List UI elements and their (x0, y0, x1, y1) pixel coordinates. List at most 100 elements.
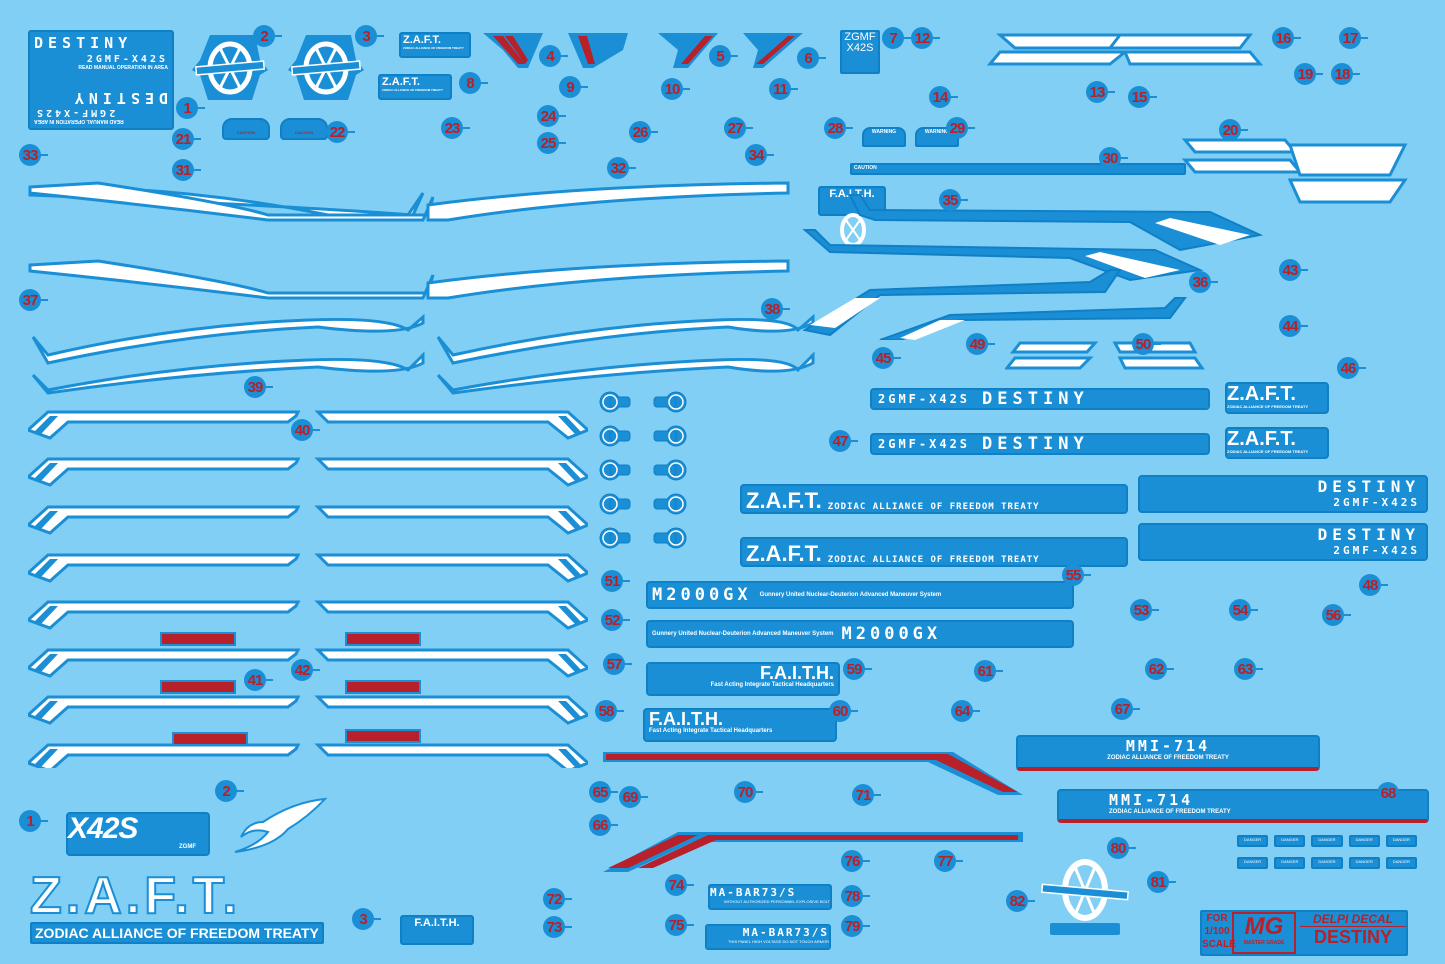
part-number-marker: 28 (824, 117, 853, 139)
part-number-marker: 38 (761, 298, 790, 320)
part-number-marker: 59 (843, 658, 872, 680)
x42s-label: X42S (68, 812, 138, 845)
part-number-marker: 27 (724, 117, 753, 139)
red-caution-bar (172, 732, 248, 746)
zaft-full-label: ZODIAC ALLIANCE OF FREEDOM TREATY (403, 46, 464, 50)
zaft-zodiac-bar: Z.A.F.T. ZODIAC ALLIANCE OF FREEDOM TREA… (740, 537, 1128, 567)
danger-arrow-grid: DANGER DANGER DANGER DANGER DANGER DANGE… (1237, 835, 1417, 869)
part-number-marker: 34 (745, 144, 774, 166)
part-number-marker: 40 (291, 419, 320, 441)
faith-full-label: Fast Acting Integrate Tactical Headquart… (649, 728, 773, 734)
maker-label: DELPI DECAL (1300, 912, 1406, 927)
mabar-sub-label: THIS PANEL HIGH VOLTAGE DO NOT TOUCH ARM… (728, 939, 829, 944)
part-number-marker: 30 (1099, 147, 1128, 169)
part-number-marker: 23 (441, 117, 470, 139)
x42s-logo-decal: X42S ZGMF (66, 812, 210, 856)
danger-tag: DANGER (1385, 857, 1417, 869)
mmi-label: MMI-714 (1109, 791, 1194, 809)
part-number-marker: 15 (1128, 86, 1157, 108)
mabar-label: MA-BAR73/S (710, 886, 797, 899)
zaft-full-label: ZODIAC ALLIANCE OF FREEDOM TREATY (382, 88, 443, 92)
part-number-marker: 26 (629, 121, 658, 143)
caution-hex-decal: CAUTION (280, 118, 328, 140)
kit-label: DESTINY (1313, 927, 1392, 947)
part-number-marker: 74 (665, 874, 694, 896)
faith-label: F.A.I.T.H. (759, 663, 834, 683)
part-number-marker: 9 (559, 76, 588, 98)
part-number-marker: 6 (797, 47, 826, 69)
danger-tag: DANGER (1237, 835, 1269, 847)
part-number-marker: 19 (1294, 63, 1323, 85)
m2000gx-label: M2000GX (652, 585, 752, 605)
zaft-label: Z.A.F.T. (382, 76, 420, 88)
part-number-marker: 39 (244, 376, 273, 398)
faith-label: F.A.I.T.H. (649, 709, 724, 729)
destiny-label-flipped: DESTINY (69, 89, 168, 107)
part-number-marker: 2 (253, 25, 282, 47)
part-number-marker: 33 (19, 144, 48, 166)
zaft-label: Z.A.F.T. (746, 541, 822, 566)
part-number-marker: 24 (537, 105, 566, 127)
faith-bar: F.A.I.T.H. Fast Acting Integrate Tactica… (646, 662, 840, 696)
part-number-marker: 25 (537, 132, 566, 154)
danger-tag: DANGER (1311, 835, 1343, 847)
part-number-marker: 14 (929, 86, 958, 108)
zgmf-label: ZGMF (179, 844, 196, 850)
model-label: 2GMF-X42S (86, 54, 168, 65)
faith-bar: F.A.I.T.H. Fast Acting Integrate Tactica… (643, 708, 837, 742)
part-number-marker: 53 (1130, 599, 1159, 621)
part-number-marker: 65 (589, 781, 618, 803)
part-number-marker: 82 (1006, 890, 1035, 912)
part-number-marker: 3 (352, 908, 381, 930)
zaft-big-decal: Z.A.F.T. ZODIAC ALLIANCE OF FREEDOM TREA… (29, 869, 342, 944)
part-number-marker: 16 (1272, 27, 1301, 49)
part-number-marker: 8 (459, 72, 488, 94)
zaft-small-decal: Z.A.F.T. ZODIAC ALLIANCE OF FREEDOM TREA… (399, 32, 471, 58)
danger-tag: DANGER (1274, 857, 1306, 869)
zaft-emblem-icon (1041, 859, 1129, 935)
part-number-marker: 7 (882, 27, 911, 49)
part-number-marker: 1 (19, 810, 48, 832)
part-number-marker: 52 (601, 609, 630, 631)
red-chevron-decal (483, 33, 803, 68)
part-number-marker: 50 (1132, 333, 1161, 355)
read-manual-label: READ MANUAL OPERATION IN AREA (78, 65, 168, 71)
caution-hex-decal: CAUTION (222, 118, 270, 140)
red-caution-bar (160, 680, 236, 694)
part-number-marker: 62 (1145, 658, 1174, 680)
faith-emblem-icon (840, 213, 866, 247)
part-number-marker: 68 (1377, 782, 1406, 804)
model-label: 2GMF-X42S (878, 392, 971, 406)
zaft-full-label: ZODIAC ALLIANCE OF FREEDOM TREATY (1227, 449, 1309, 454)
part-number-marker: 61 (974, 660, 1003, 682)
part-number-marker: 69 (619, 786, 648, 808)
m2000gx-bar: M2000GX Gunnery United Nuclear-Deuterion… (646, 581, 1074, 609)
part-number-marker: 31 (172, 159, 201, 181)
for-label: FOR (1206, 913, 1228, 924)
zaft-label: Z.A.F.T. (1227, 428, 1296, 450)
part-number-marker: 11 (769, 78, 798, 100)
mmi-714-bar: MMI-714 ZODIAC ALLIANCE OF FREEDOM TREAT… (1057, 789, 1429, 823)
part-number-marker: 22 (326, 121, 355, 143)
model-label-flipped: 2GMF-X42S (34, 107, 116, 118)
m2000gx-label: M2000GX (841, 624, 942, 644)
part-number-marker: 70 (734, 781, 763, 803)
part-number-marker: 36 (1189, 271, 1218, 293)
part-number-marker: 73 (543, 916, 572, 938)
part-number-marker: 66 (589, 814, 618, 836)
part-number-marker: 79 (841, 915, 870, 937)
zaft-full-label: ZODIAC ALLIANCE OF FREEDOM TREATY (827, 502, 1040, 512)
part-number-marker: 76 (841, 850, 870, 872)
blade-stripes-left (28, 181, 815, 395)
red-caution-bar (345, 729, 421, 743)
faith-small-decal: F.A.I.T.H. (400, 915, 474, 945)
mmi-714-bar: MMI-714 ZODIAC ALLIANCE OF FREEDOM TREAT… (1016, 735, 1320, 771)
part-number-marker: 54 (1229, 599, 1258, 621)
x42s-label: X42S (846, 42, 874, 54)
part-number-marker: 29 (946, 117, 975, 139)
destiny-label: DESTINY (34, 34, 133, 52)
destiny-label: DESTINY (1317, 477, 1420, 496)
zaft-bar: Z.A.F.T. ZODIAC ALLIANCE OF FREEDOM TREA… (1225, 427, 1329, 459)
scale-label: 1/100 (1204, 926, 1230, 937)
model-label: 2GMF-X42S (1333, 496, 1420, 509)
